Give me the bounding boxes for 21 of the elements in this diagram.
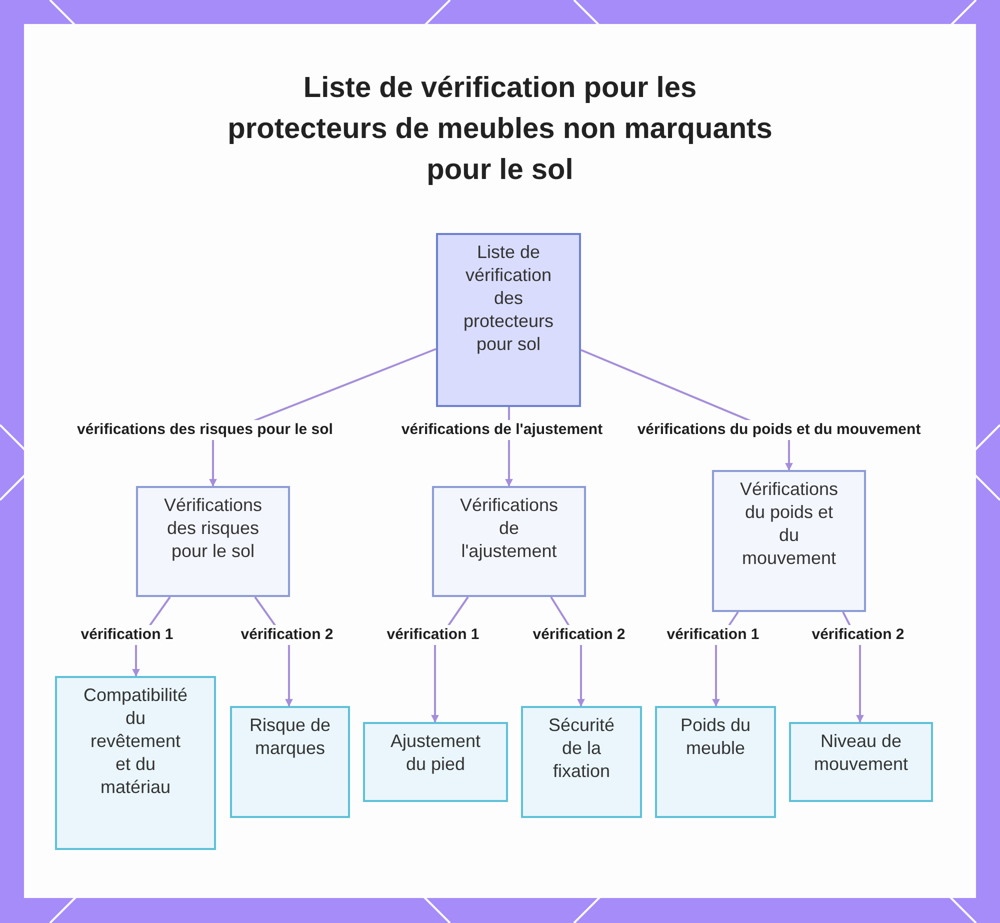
process-box [789,722,933,802]
node-text: Compatibilité du revêtement et du matériau [83,684,188,799]
node-text: Vérifications des risques pour le sol [162,494,264,563]
process-box [432,486,586,597]
process-box [363,722,508,802]
node-text: Sécurité de la fixation [547,714,616,783]
process-box [521,706,642,818]
node-text: Liste de vérification des protecteurs pour sol [462,241,555,356]
diagram-title: Liste de vérification pour les protecteurs de meubles non marquants pour le sol [226,71,774,188]
node-text: Vérifications du poids et du mouvement [738,478,840,570]
node-text: Poids du meuble [679,714,752,760]
process-box [230,706,350,818]
process-box [136,486,290,597]
process-box [712,470,866,612]
node-text: Risque de marques [248,714,332,760]
node-text: Vérifications de l'ajustement [458,494,560,563]
node-text: Ajustement du pied [389,730,482,776]
process-box [55,676,216,850]
process-box [436,233,581,407]
process-box [655,706,776,818]
node-text: Niveau de mouvement [812,730,910,776]
